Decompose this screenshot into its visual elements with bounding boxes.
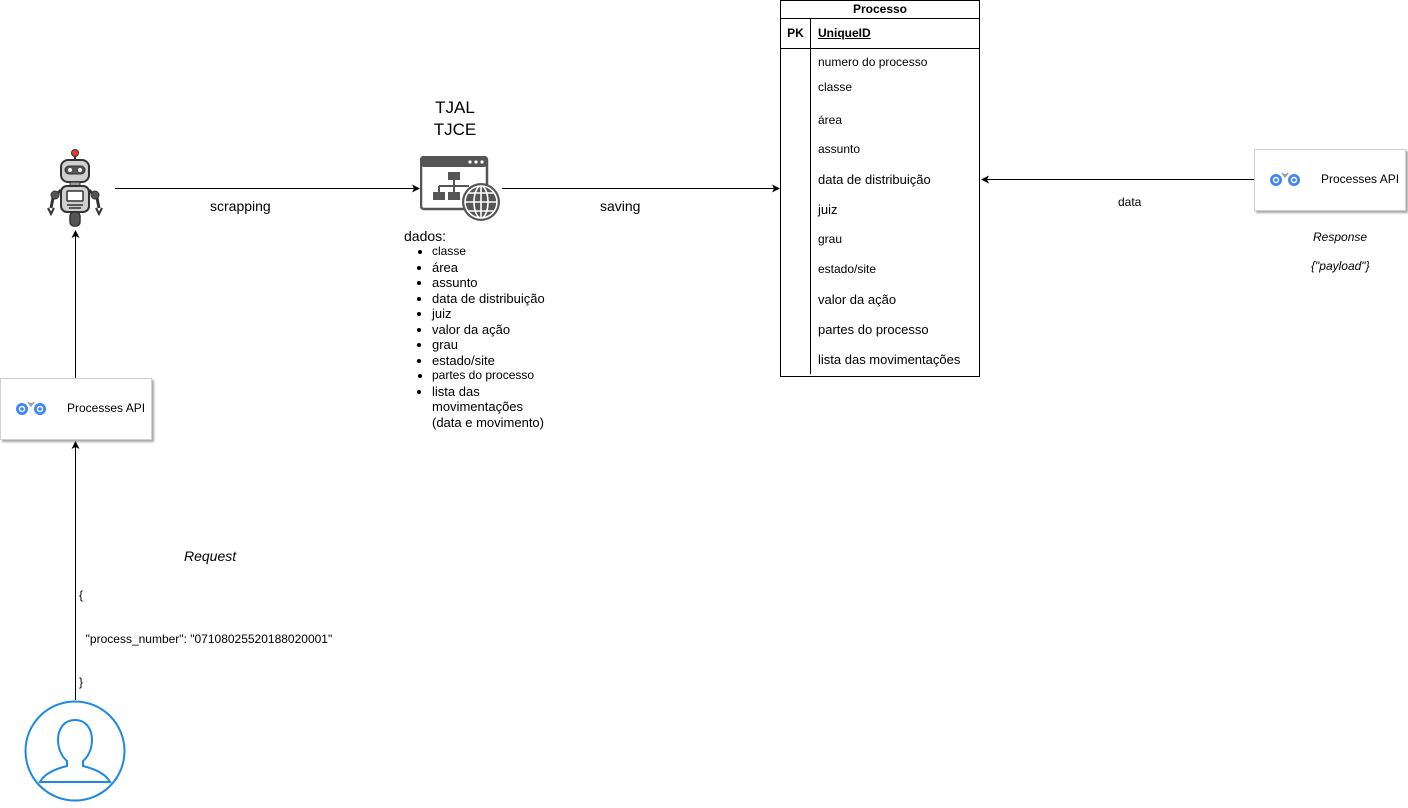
table-field: lista das movimentações (818, 352, 961, 367)
source-tjce: TJCE (433, 120, 477, 139)
dados-item: partes do processo (432, 368, 574, 384)
table-field: assunto (818, 142, 861, 156)
dados-title: dados: (404, 228, 447, 244)
processes-api-right: Processes API (1254, 149, 1406, 211)
api-label: Processes API (1321, 172, 1400, 186)
processes-api-left: Processes API (0, 378, 152, 440)
robot-icon (45, 148, 105, 228)
user-icon (24, 700, 128, 803)
web-sitemap-icon (419, 155, 502, 222)
dados-item: juiz (432, 306, 574, 322)
source-tjal: TJAL (435, 98, 475, 117)
dados-item: grau (432, 337, 574, 353)
dados-item: data de distribuição (432, 291, 574, 307)
request-body: { "process_number": "0710802552018802000… (79, 559, 332, 704)
dados-block: dados: classe área assunto data de distr… (404, 228, 574, 430)
response-body: {"payload"} (1311, 259, 1370, 273)
table-pk-row: PK UniqueID (781, 19, 979, 49)
dados-item-line: (data e movimento) (432, 414, 544, 430)
table-field: estado/site (818, 262, 877, 276)
api-endpoints-icon (16, 401, 46, 415)
pk-field: UniqueID (818, 26, 871, 40)
processo-table: Processo PK UniqueID numero do processo … (780, 0, 980, 377)
dados-item: valor da ação (432, 322, 574, 338)
table-field: área (818, 113, 843, 127)
dados-item: classe (432, 244, 574, 260)
table-divider (810, 48, 811, 374)
table-field: valor da ação (818, 292, 897, 307)
pk-label: PK (781, 19, 811, 48)
dados-item: lista das movimentações (data e moviment… (432, 384, 574, 431)
table-title: Processo (781, 1, 979, 19)
request-line: { (79, 588, 84, 602)
table-field: data de distribuição (818, 172, 931, 187)
response-title: Response (1313, 230, 1368, 244)
edge-label-saving: saving (600, 198, 641, 214)
table-field: grau (818, 232, 843, 246)
dados-list: classe área assunto data de distribuição… (404, 244, 574, 430)
api-endpoints-icon (1270, 172, 1300, 186)
table-field: numero do processo (818, 55, 928, 69)
table-field: partes do processo (818, 322, 929, 337)
edge-label-data: data (1118, 195, 1142, 209)
sources-label: TJAL TJCE (425, 97, 485, 141)
request-title: Request (184, 548, 237, 564)
dados-item: área (432, 260, 574, 276)
dados-item-line: lista das (432, 383, 480, 399)
table-field: classe (818, 80, 853, 94)
request-line: "process_number": "07108025520188020001" (79, 631, 333, 646)
edge-label-scrapping: scrapping (210, 198, 271, 214)
api-label: Processes API (67, 401, 146, 415)
dados-item-line: movimentações (432, 399, 524, 414)
dados-item: estado/site (432, 353, 574, 369)
table-field: juiz (818, 202, 838, 217)
request-line: } (79, 675, 84, 689)
dados-item: assunto (432, 275, 574, 291)
